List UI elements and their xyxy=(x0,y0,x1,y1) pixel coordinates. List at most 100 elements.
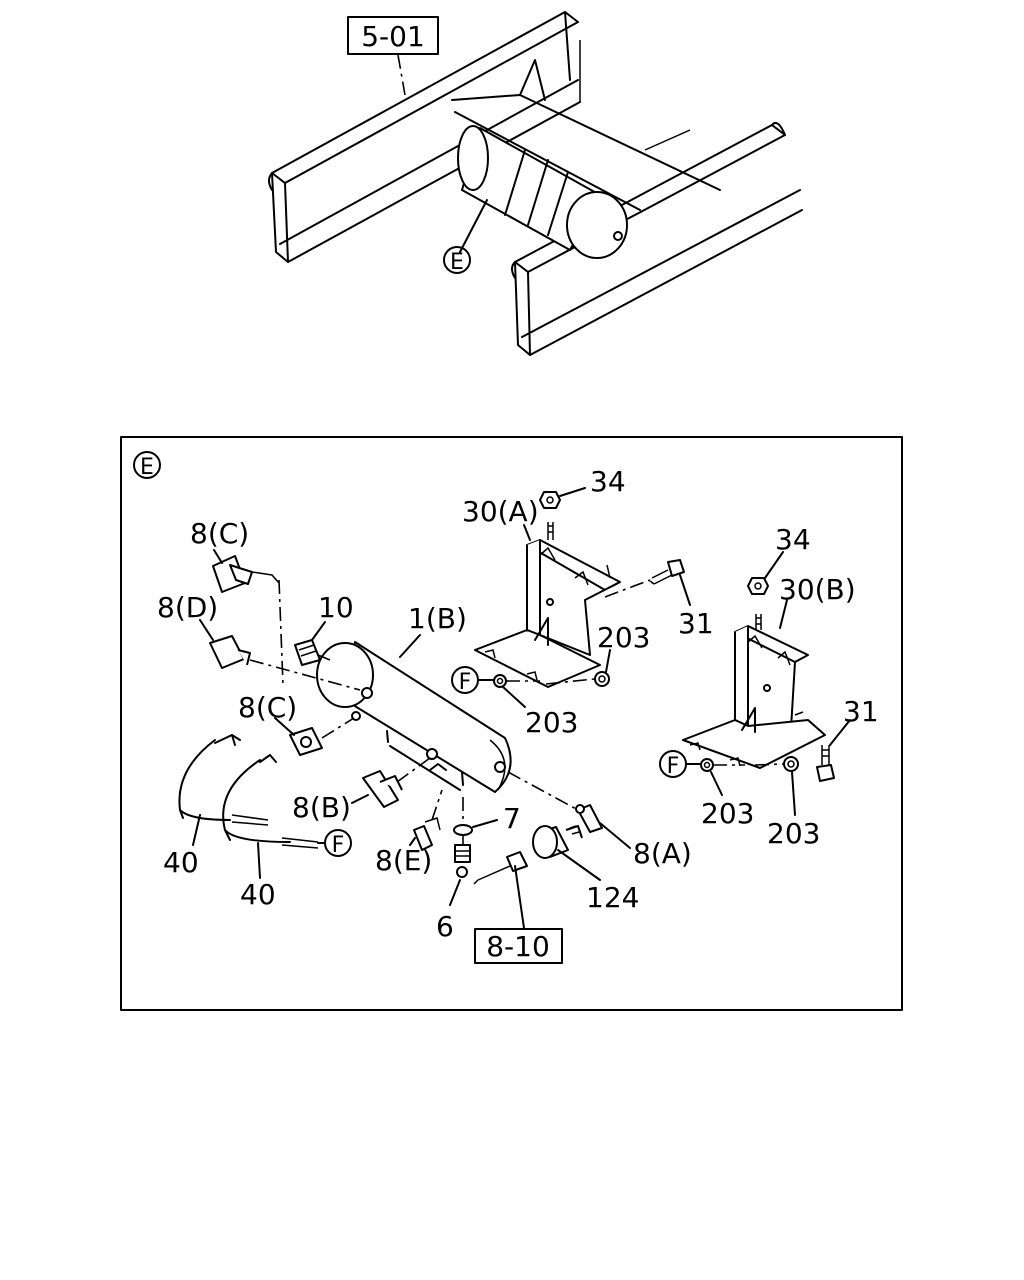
leader-e-overview xyxy=(459,199,488,253)
detail-view: E 1(B) 8(C) xyxy=(120,436,903,1011)
label-30b: 30(B) xyxy=(779,573,856,606)
label-8a: 8(A) xyxy=(633,837,692,870)
fitting-8e xyxy=(413,817,441,851)
label-6: 6 xyxy=(436,910,454,943)
fitting-8a xyxy=(575,804,603,833)
line-203-a xyxy=(545,678,595,685)
pressure-switch-124 xyxy=(473,825,583,885)
line-203-d xyxy=(754,763,785,766)
line-31-left xyxy=(604,579,651,598)
leader-203-c xyxy=(710,771,723,796)
air-tank-overview xyxy=(457,125,628,259)
frame-rail-right xyxy=(511,122,803,356)
leader-8c-mid xyxy=(274,717,295,736)
bracket-30a xyxy=(474,539,621,688)
label-8c-mid: 8(C) xyxy=(238,691,297,724)
leader-1b xyxy=(399,634,421,658)
line-8e xyxy=(431,789,443,821)
drain-cock-6 xyxy=(454,844,471,878)
leader-31-left xyxy=(679,574,691,606)
fitting-8d xyxy=(209,635,251,669)
svg-text:F: F xyxy=(332,833,345,858)
svg-text:F: F xyxy=(667,754,680,779)
washer-7 xyxy=(453,824,473,836)
ref-box-5-01: 5-01 xyxy=(347,16,439,96)
svg-text:5-01: 5-01 xyxy=(361,20,425,53)
svg-text:E: E xyxy=(450,250,464,275)
overview-illustration: E 5-01 xyxy=(268,11,803,356)
f-mark-left-bracket: F xyxy=(451,666,494,695)
line-8c-mid xyxy=(321,717,355,739)
leader-7 xyxy=(472,819,498,828)
leader-31-right xyxy=(829,719,851,746)
nut-203-a xyxy=(594,671,610,687)
leader-124 xyxy=(557,849,601,881)
leader-203-b xyxy=(502,686,526,708)
air-tank-1b xyxy=(316,641,512,793)
leader-203-d xyxy=(791,771,796,816)
nut-203-c xyxy=(700,758,714,772)
leader-6 xyxy=(449,879,461,906)
nut-34-right xyxy=(747,577,769,630)
fitting-8c-top xyxy=(212,555,280,593)
fitting-8c-mid xyxy=(289,727,323,756)
leader-8d xyxy=(199,619,214,641)
strap-40-right xyxy=(222,754,319,849)
label-7: 7 xyxy=(503,802,521,835)
leader-203-a xyxy=(605,649,611,673)
line-8c-to-tank xyxy=(278,579,284,686)
label-203-c: 203 xyxy=(701,797,754,830)
label-203-b: 203 xyxy=(525,706,578,739)
label-40-left: 40 xyxy=(163,846,199,879)
leader-40-left xyxy=(192,814,201,846)
label-10: 10 xyxy=(318,591,354,624)
line-10-to-tank xyxy=(317,654,331,661)
view-marker-e-detail: E xyxy=(133,451,161,480)
label-34-right: 34 xyxy=(775,523,811,556)
label-8b: 8(B) xyxy=(292,791,351,824)
leader-8c-top xyxy=(213,549,223,564)
plug-10 xyxy=(294,639,321,666)
label-34-left: 34 xyxy=(590,465,626,498)
leader-30b xyxy=(779,599,788,629)
ref-box-8-10: 8-10 xyxy=(474,865,563,964)
leader-8b xyxy=(351,794,369,804)
bolt-31-right xyxy=(816,745,835,782)
label-8c-top: 8(C) xyxy=(190,517,249,550)
line-8a xyxy=(507,771,579,811)
label-40-right: 40 xyxy=(240,878,276,911)
leader-8a xyxy=(599,822,631,849)
view-marker-e-overview: E xyxy=(443,246,471,275)
svg-text:E: E xyxy=(140,455,154,480)
frame-rail-left xyxy=(268,11,581,263)
label-30a: 30(A) xyxy=(462,495,539,528)
label-203-a: 203 xyxy=(597,621,650,654)
label-31-right: 31 xyxy=(843,695,879,728)
leader-40-right xyxy=(257,842,261,879)
label-31-left: 31 xyxy=(678,607,714,640)
svg-text:8-10: 8-10 xyxy=(486,930,550,963)
fitting-8b xyxy=(362,770,403,808)
bracket-30b xyxy=(682,625,826,769)
leader-34-right xyxy=(764,551,784,579)
svg-text:F: F xyxy=(459,670,472,695)
bolt-31-left xyxy=(649,559,685,585)
label-8e: 8(E) xyxy=(375,844,432,877)
f-mark-strap: F xyxy=(317,829,352,858)
label-203-d: 203 xyxy=(767,817,820,850)
leader-30a xyxy=(523,524,531,541)
nut-34-left xyxy=(539,491,561,540)
label-124: 124 xyxy=(586,881,639,914)
leader-10 xyxy=(311,621,326,641)
f-mark-right-bracket: F xyxy=(659,750,701,779)
leader-34-left xyxy=(559,487,586,497)
leader-8e xyxy=(409,837,416,846)
label-8d: 8(D) xyxy=(157,591,218,624)
detail-frame xyxy=(120,436,903,1011)
label-1b: 1(B) xyxy=(408,602,467,635)
line-8d-to-tank xyxy=(249,659,361,691)
line-8b-to-tank xyxy=(396,757,431,783)
nut-203-b xyxy=(493,674,507,688)
nut-203-d xyxy=(783,756,799,772)
